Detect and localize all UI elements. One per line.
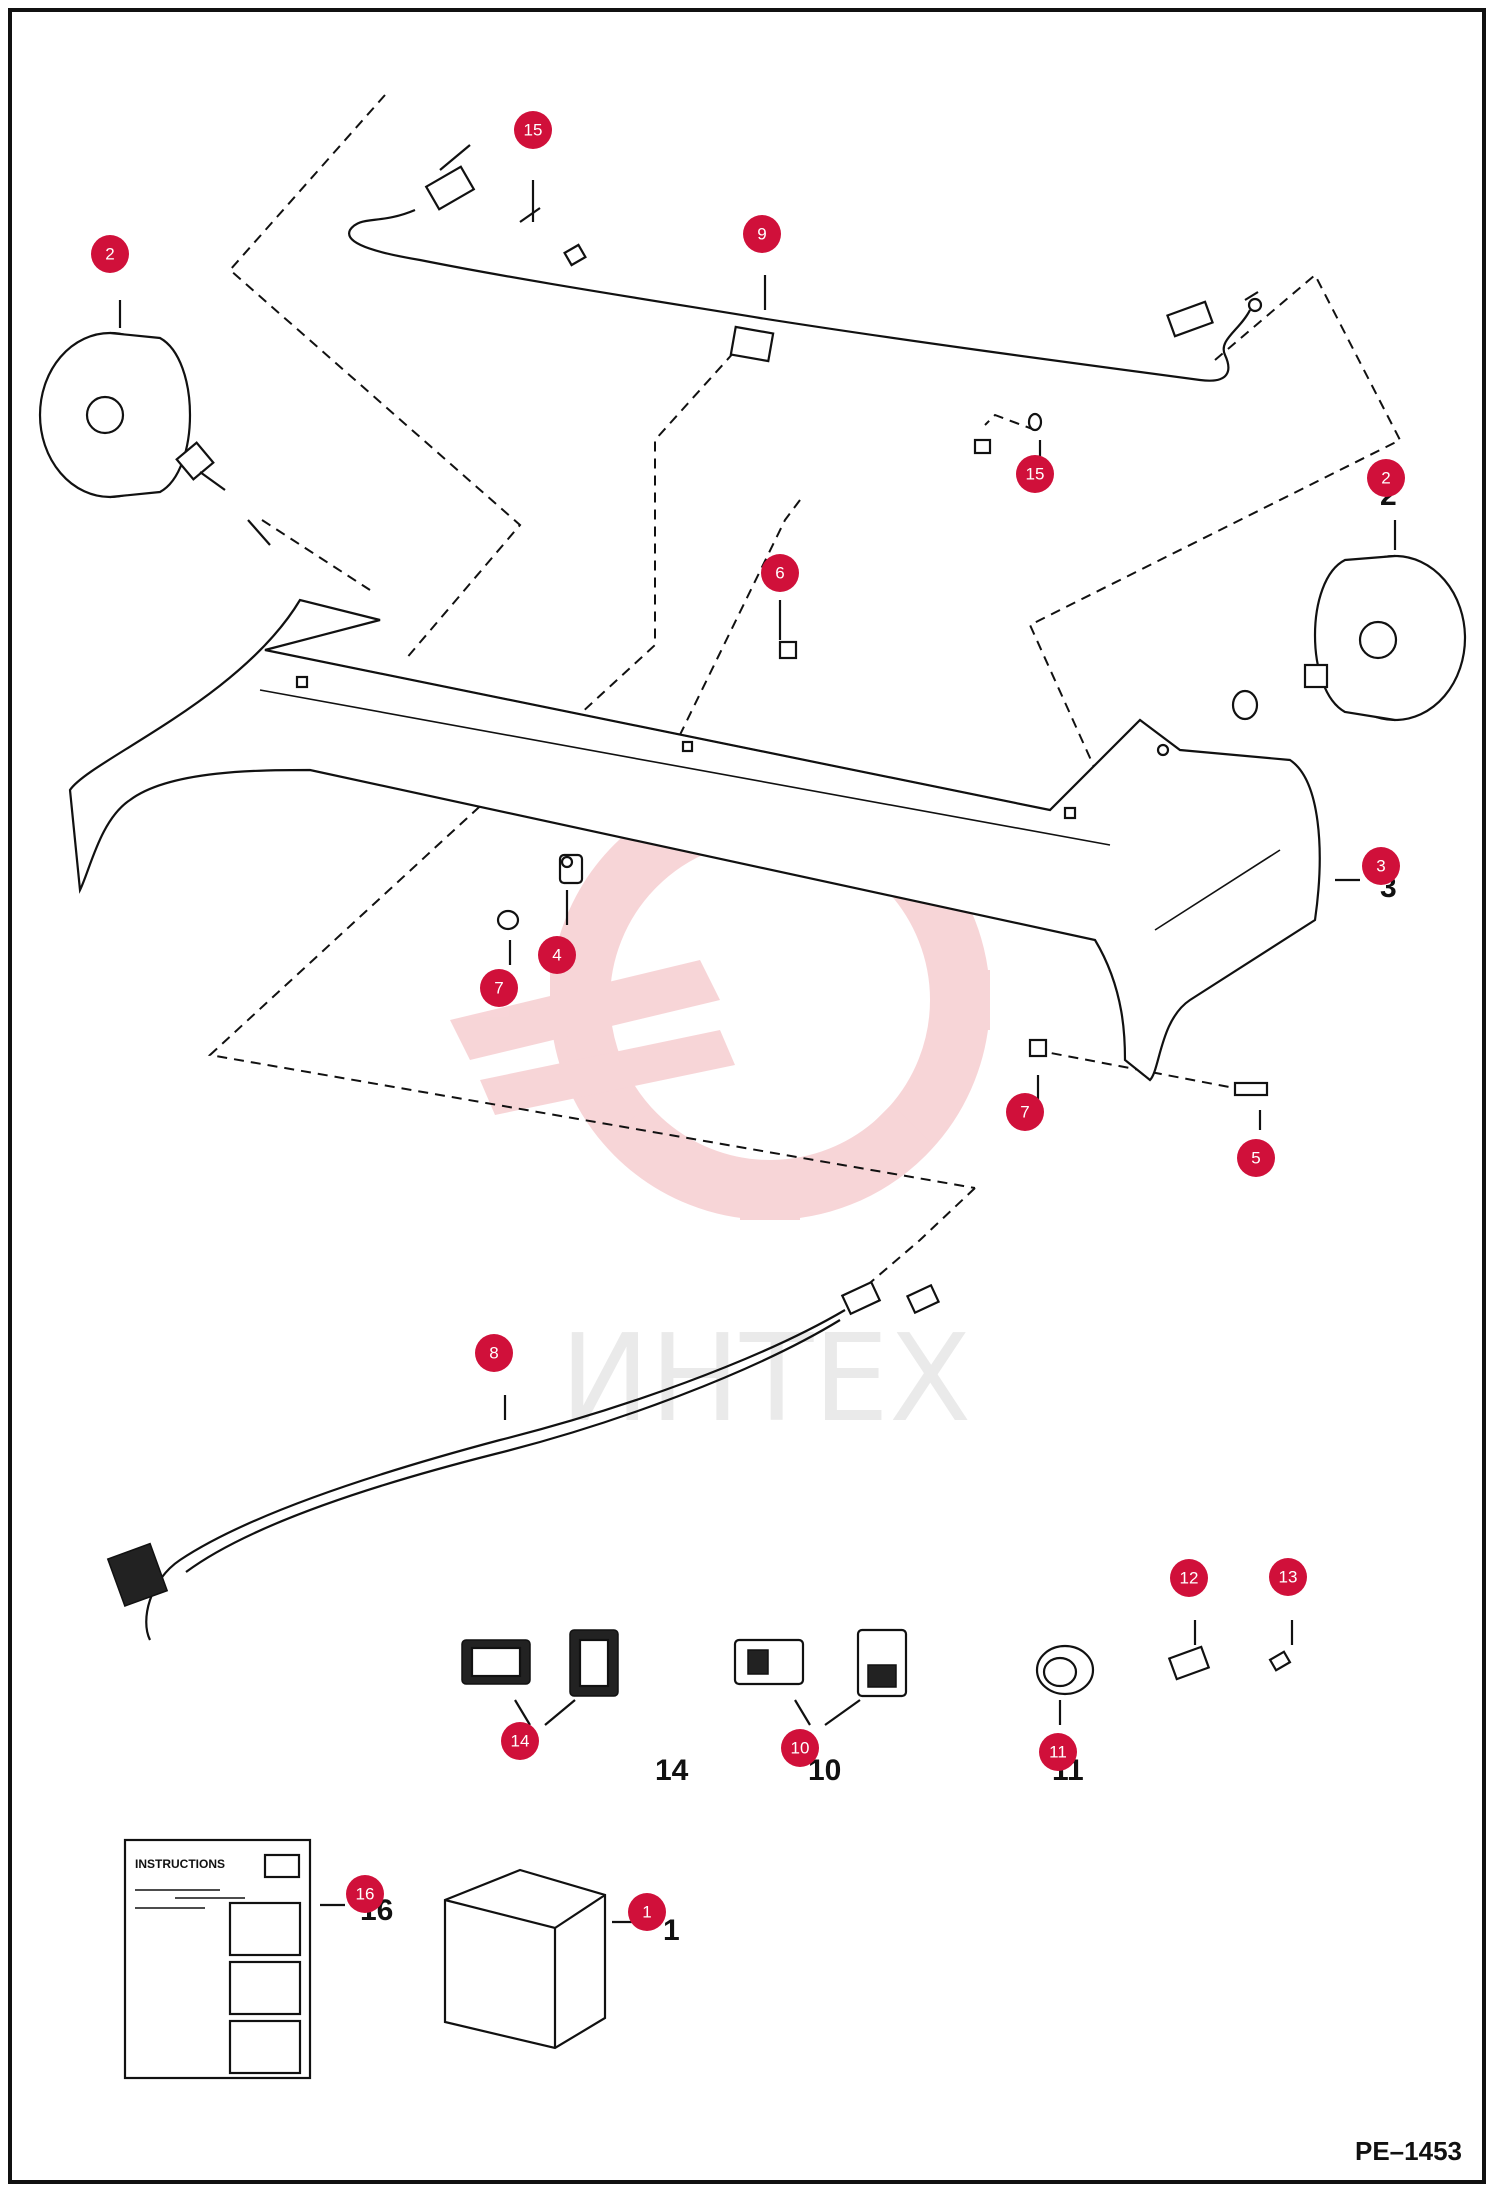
callout-badge-8[interactable]: 8 [475,1334,513,1372]
svg-text:12: 12 [1180,1569,1199,1588]
part-number-14: 14 [655,1754,689,1787]
callout-badge-12[interactable]: 12 [1170,1559,1208,1597]
callout-badge-15-lower[interactable]: 15 [1016,455,1054,493]
harness-plug-left [424,165,476,211]
callout-badges: 15 9 2 15 2 6 3 4 7 7 5 8 12 13 14 10 11… [91,111,1405,1931]
watermark-text: ИНТЕХ [560,1310,971,1449]
svg-text:7: 7 [1020,1103,1029,1122]
nut-icon [973,438,992,455]
nut-icon [563,243,587,267]
diagram-frame [8,8,1486,2184]
svg-text:14: 14 [511,1732,530,1751]
callout-badge-13[interactable]: 13 [1269,1558,1307,1596]
callout-badge-2-left[interactable]: 2 [91,235,129,273]
harness-plug-right [1166,300,1214,338]
nut-icon [496,909,520,931]
harness-connector [729,325,775,363]
work-light-left [38,331,271,546]
callout-badge-5[interactable]: 5 [1237,1139,1275,1177]
callout-badge-3[interactable]: 3 [1362,847,1400,885]
svg-text:4: 4 [552,946,561,965]
hardware-15 [519,207,1043,455]
callout-badge-7-right[interactable]: 7 [1006,1093,1044,1131]
callout-badge-10[interactable]: 10 [781,1729,819,1767]
callout-badge-4[interactable]: 4 [538,936,576,974]
bolt-icon [1233,1081,1269,1097]
callout-badge-15[interactable]: 15 [514,111,552,149]
callout-badge-2-right[interactable]: 2 [1367,459,1405,497]
svg-text:13: 13 [1279,1568,1298,1587]
svg-text:7: 7 [494,979,503,998]
svg-text:16: 16 [356,1885,375,1904]
work-light-right [1231,554,1467,722]
instructions-sheet: INSTRUCTIONS [123,1838,345,2080]
callout-badge-11[interactable]: 11 [1039,1733,1077,1771]
svg-text:6: 6 [775,564,784,583]
svg-text:15: 15 [524,121,543,140]
light-mounting-bracket [68,598,1321,1082]
washer-icon [1027,412,1043,432]
svg-text:15: 15 [1026,465,1045,484]
fasteners [496,640,1269,1130]
screw-icon [778,640,798,660]
callout-badge-7-left[interactable]: 7 [480,969,518,1007]
svg-text:10: 10 [791,1739,810,1758]
part-number-1: 1 [663,1914,680,1947]
terminal-parts [1167,1620,1294,1681]
push-button-11 [1035,1644,1095,1725]
callout-badge-14[interactable]: 14 [501,1722,539,1760]
leader-lines [118,180,1397,1100]
instructions-label: INSTRUCTIONS [135,1857,225,1871]
svg-text:9: 9 [757,225,766,244]
svg-text:8: 8 [489,1344,498,1363]
callout-badge-6[interactable]: 6 [761,554,799,592]
upper-wire-harness [348,144,1263,382]
svg-text:5: 5 [1251,1149,1260,1168]
lower-wire-harness [106,1280,941,1641]
callout-badge-16[interactable]: 16 [346,1875,384,1913]
svg-text:11: 11 [1049,1743,1067,1762]
svg-text:2: 2 [105,245,114,264]
kit-box [443,1868,635,2050]
nut-icon [1028,1038,1048,1058]
rocker-switches-10 [733,1628,908,1726]
svg-text:2: 2 [1381,469,1390,488]
figure-code: PE–1453 [1355,2136,1462,2166]
svg-text:3: 3 [1376,857,1385,876]
callout-badge-1[interactable]: 1 [628,1893,666,1931]
callout-badge-9[interactable]: 9 [743,215,781,253]
svg-text:1: 1 [642,1903,651,1922]
washer-icon [1231,689,1259,721]
rocker-switches-14 [461,1629,619,1726]
